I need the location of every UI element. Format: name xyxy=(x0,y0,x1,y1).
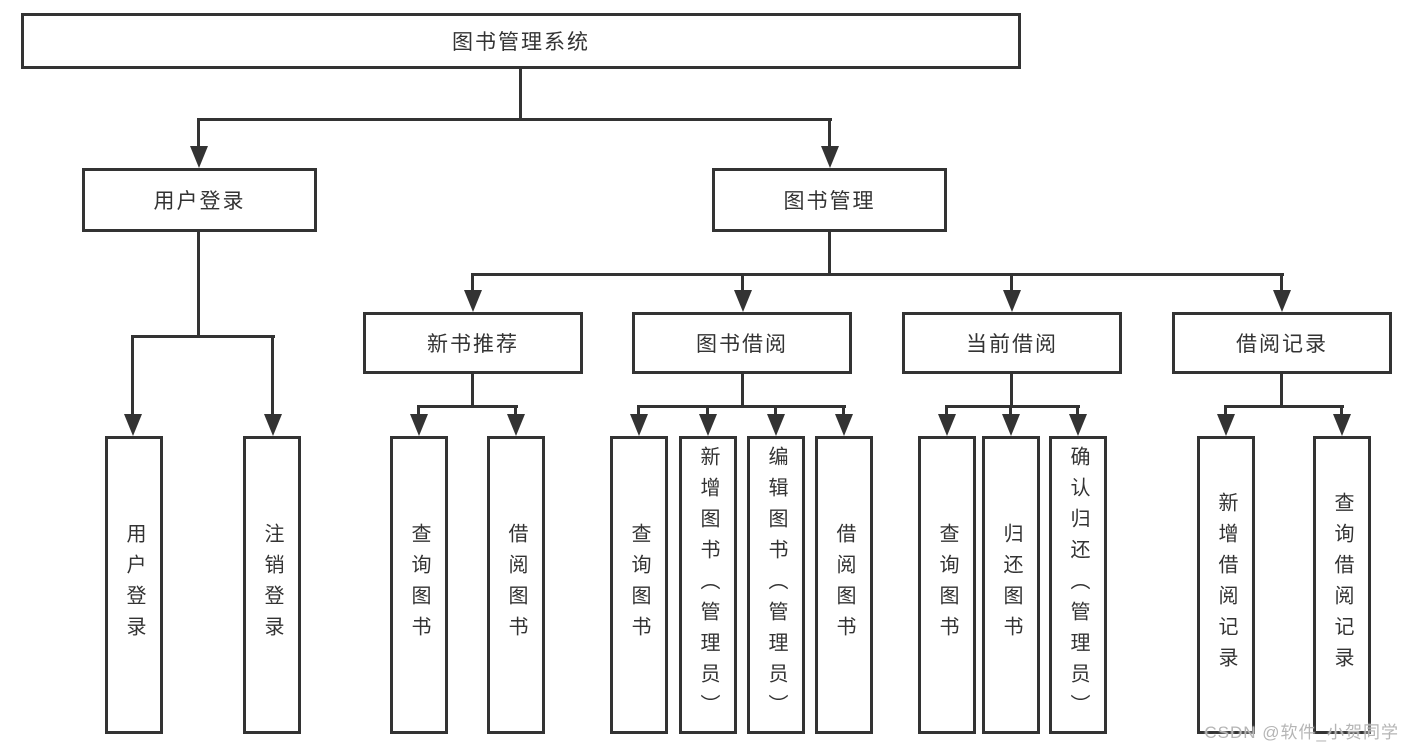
connector-to-book-management xyxy=(828,118,831,150)
arrowhead-icon xyxy=(190,146,208,168)
node-book-management: 图书管理 xyxy=(712,168,947,232)
connector-rail xyxy=(945,405,1080,408)
node-borrowing-records: 借阅记录 xyxy=(1172,312,1392,374)
connector-to-leaf xyxy=(706,405,709,417)
arrowhead-icon xyxy=(507,414,525,436)
node-root: 图书管理系统 xyxy=(21,13,1021,69)
node-current-borrowing: 当前借阅 xyxy=(902,312,1122,374)
connector-rail xyxy=(417,405,518,408)
node-book-borrowing: 图书借阅 xyxy=(632,312,852,374)
connector-to-leaf xyxy=(1340,405,1343,417)
leaf-add-borrow-record: 新增借阅记录 xyxy=(1197,436,1255,734)
connector-to-leaf xyxy=(1076,405,1079,417)
node-new-book-recommend-label: 新书推荐 xyxy=(427,333,519,356)
arrowhead-icon xyxy=(1273,290,1291,312)
node-borrowing-records-label: 借阅记录 xyxy=(1236,333,1328,356)
leaf-query-books-borrowing: 查询图书 xyxy=(610,436,668,734)
arrowhead-icon xyxy=(1002,414,1020,436)
leaf-user-login: 用户登录 xyxy=(105,436,163,734)
node-user-login: 用户登录 xyxy=(82,168,317,232)
arrowhead-icon xyxy=(630,414,648,436)
connector-to-leaf xyxy=(637,405,640,417)
leaf-label: 新增图书（管理员） xyxy=(697,445,719,725)
arrowhead-icon xyxy=(124,414,142,436)
leaf-label: 新增借阅记录 xyxy=(1215,492,1237,678)
connector-to-borrowing xyxy=(741,273,744,291)
leaf-label: 注销登录 xyxy=(261,523,283,647)
leaf-logout: 注销登录 xyxy=(243,436,301,734)
leaf-label: 借阅图书 xyxy=(505,523,527,647)
arrowhead-icon xyxy=(464,290,482,312)
connector-to-current xyxy=(1010,273,1013,291)
node-user-login-label: 用户登录 xyxy=(153,190,246,213)
leaf-label: 查询图书 xyxy=(936,523,958,647)
connector-to-leaf xyxy=(945,405,948,417)
leaf-add-books-admin: 新增图书（管理员） xyxy=(679,436,737,734)
connector-to-leaf xyxy=(131,335,134,415)
connector-rail xyxy=(1224,405,1344,408)
connector-book-mgmt-stem xyxy=(828,232,831,273)
arrowhead-icon xyxy=(1333,414,1351,436)
connector-to-leaf xyxy=(1224,405,1227,417)
node-current-borrowing-label: 当前借阅 xyxy=(966,333,1058,356)
arrowhead-icon xyxy=(734,290,752,312)
arrowhead-icon xyxy=(821,146,839,168)
leaf-confirm-return-admin: 确认归还（管理员） xyxy=(1049,436,1107,734)
arrowhead-icon xyxy=(410,414,428,436)
leaf-label: 查询图书 xyxy=(408,523,430,647)
connector-to-new-book xyxy=(471,273,474,291)
leaf-borrow-books: 借阅图书 xyxy=(815,436,873,734)
connector-user-login-rail xyxy=(131,335,275,338)
connector-to-user-login xyxy=(197,118,200,150)
leaf-label: 确认归还（管理员） xyxy=(1067,445,1089,725)
connector-to-records xyxy=(1280,273,1283,291)
arrowhead-icon xyxy=(1003,290,1021,312)
connector-root-stem xyxy=(519,68,522,118)
arrowhead-icon xyxy=(835,414,853,436)
connector-book-mgmt-rail xyxy=(471,273,1284,276)
node-book-borrowing-label: 图书借阅 xyxy=(696,333,788,356)
connector-stem xyxy=(741,374,744,405)
arrowhead-icon xyxy=(264,414,282,436)
leaf-label: 查询借阅记录 xyxy=(1331,492,1353,678)
connector-to-leaf xyxy=(271,335,274,415)
connector-to-leaf xyxy=(417,405,420,417)
arrowhead-icon xyxy=(699,414,717,436)
connector-root-rail xyxy=(197,118,832,121)
leaf-label: 归还图书 xyxy=(1000,523,1022,647)
arrowhead-icon xyxy=(767,414,785,436)
arrowhead-icon xyxy=(938,414,956,436)
leaf-edit-books-admin: 编辑图书（管理员） xyxy=(747,436,805,734)
leaf-query-books-recommend: 查询图书 xyxy=(390,436,448,734)
leaf-query-borrow-record: 查询借阅记录 xyxy=(1313,436,1371,734)
arrowhead-icon xyxy=(1217,414,1235,436)
connector-stem xyxy=(1280,374,1283,405)
connector-stem xyxy=(471,374,474,405)
connector-stem xyxy=(1010,374,1013,405)
leaf-label: 借阅图书 xyxy=(833,523,855,647)
connector-to-leaf xyxy=(1009,405,1012,417)
connector-user-login-stem xyxy=(197,232,200,335)
csdn-watermark: CSDN @软件_小贺同学 xyxy=(1204,723,1399,742)
leaf-label: 用户登录 xyxy=(123,523,145,647)
connector-rail xyxy=(637,405,846,408)
connector-to-leaf xyxy=(774,405,777,417)
connector-to-leaf xyxy=(842,405,845,417)
leaf-label: 编辑图书（管理员） xyxy=(765,445,787,725)
node-book-management-label: 图书管理 xyxy=(783,190,876,213)
arrowhead-icon xyxy=(1069,414,1087,436)
connector-to-leaf xyxy=(514,405,517,417)
leaf-return-books: 归还图书 xyxy=(982,436,1040,734)
node-new-book-recommend: 新书推荐 xyxy=(363,312,583,374)
leaf-label: 查询图书 xyxy=(628,523,650,647)
node-root-label: 图书管理系统 xyxy=(452,31,590,54)
leaf-query-books-current: 查询图书 xyxy=(918,436,976,734)
leaf-borrow-books-recommend: 借阅图书 xyxy=(487,436,545,734)
